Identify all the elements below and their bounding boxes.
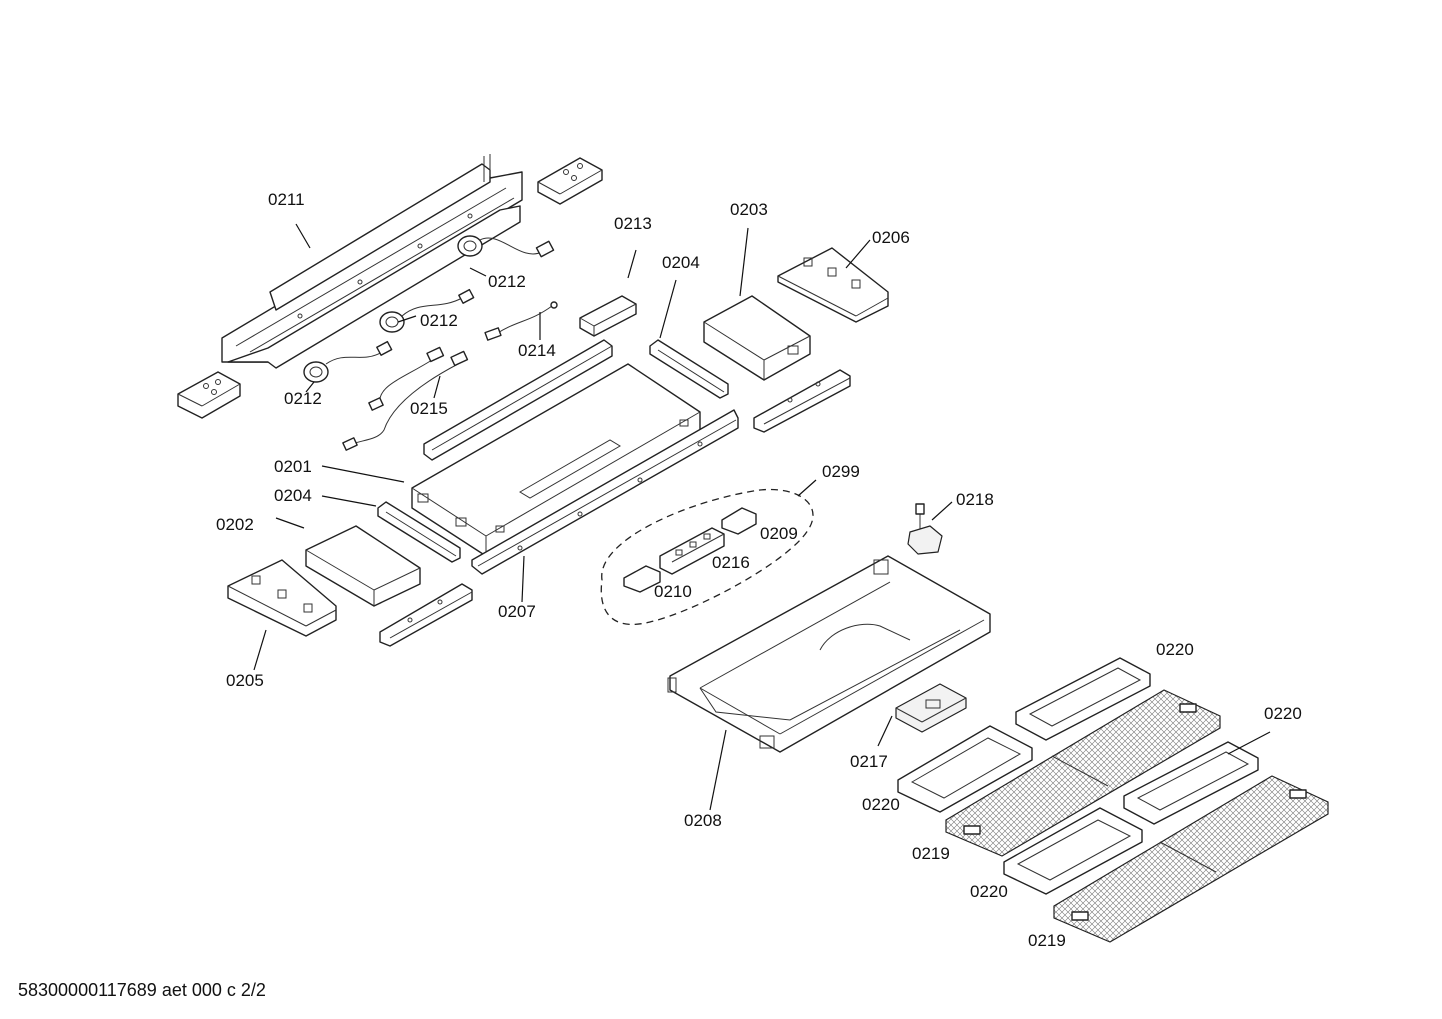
callout-0214: 0214 — [518, 341, 556, 360]
part-0207-front-strip — [471, 409, 739, 575]
callout-0220-a: 0220 — [1156, 640, 1194, 659]
callout-0217: 0217 — [850, 752, 888, 771]
part-0202-control-box — [305, 525, 421, 607]
part-0219-grease-filter-b — [1053, 775, 1329, 943]
callout-0207: 0207 — [498, 602, 536, 621]
callout-0201: 0201 — [274, 457, 312, 476]
part-0219-grease-filter-a — [945, 689, 1221, 857]
part-0206-bracket — [777, 247, 889, 323]
end-cap-bottom — [177, 371, 241, 419]
leader-lines — [253, 223, 1271, 811]
callout-0202: 0202 — [216, 515, 254, 534]
callout-0206: 0206 — [872, 228, 910, 247]
callout-0218: 0218 — [956, 490, 994, 509]
callout-0211: 0211 — [268, 190, 305, 209]
part-0204-rail-lower — [377, 501, 461, 563]
part-0220-filter-d — [1003, 807, 1143, 895]
part-0212-lamp-a — [457, 235, 555, 258]
part-0212-lamp-b — [379, 288, 475, 333]
callout-labels: 0211 0213 0203 0206 0204 0212 0212 0214 … — [216, 190, 1302, 950]
bracket-left — [379, 583, 473, 647]
part-0205-bracket — [227, 559, 337, 637]
callout-0212-c: 0212 — [284, 389, 322, 408]
callout-0212-a: 0212 — [488, 272, 526, 291]
callout-0220-b: 0220 — [1264, 704, 1302, 723]
callout-0209: 0209 — [760, 524, 798, 543]
part-0213-ballast — [579, 295, 637, 337]
document-id: 58300000117689 aet 000 c 2/2 — [18, 980, 266, 1000]
part-0217-latch — [895, 683, 967, 733]
part-0210-button — [623, 565, 661, 593]
part-0220-filter-b — [897, 725, 1033, 813]
callout-0204-lower: 0204 — [274, 486, 312, 505]
bracket-right — [753, 369, 851, 433]
callout-0220-c: 0220 — [862, 795, 900, 814]
part-0214-cable — [484, 301, 558, 341]
callout-0215: 0215 — [410, 399, 448, 418]
callout-0213: 0213 — [614, 214, 652, 233]
part-0208-tray — [667, 555, 991, 753]
part-0220-filter-c — [1123, 741, 1259, 825]
callout-0203: 0203 — [730, 200, 768, 219]
part-0204-rail-upper — [649, 339, 729, 399]
callout-0219-a: 0219 — [912, 844, 950, 863]
part-0203-control-box — [703, 295, 811, 381]
callout-0212-b: 0212 — [420, 311, 458, 330]
callout-0219-b: 0219 — [1028, 931, 1066, 950]
part-0212-lamp-c — [303, 340, 393, 383]
callout-0204-upper: 0204 — [662, 253, 700, 272]
housing-top-strip — [423, 339, 613, 461]
callout-0299: 0299 — [822, 462, 860, 481]
part-0209-button — [721, 507, 757, 535]
part-0211-mounting-rail — [221, 154, 523, 369]
callout-0216: 0216 — [712, 553, 750, 572]
callout-0220-d: 0220 — [970, 882, 1008, 901]
end-cap-top — [537, 157, 603, 205]
part-0220-filter-a — [1015, 657, 1151, 741]
part-0215-wire-harness — [342, 346, 469, 451]
callout-0210: 0210 — [654, 582, 692, 601]
callout-0205: 0205 — [226, 671, 264, 690]
part-0299-control-group — [600, 488, 814, 626]
part-0218-switch — [907, 503, 943, 555]
callout-0208: 0208 — [684, 811, 722, 830]
